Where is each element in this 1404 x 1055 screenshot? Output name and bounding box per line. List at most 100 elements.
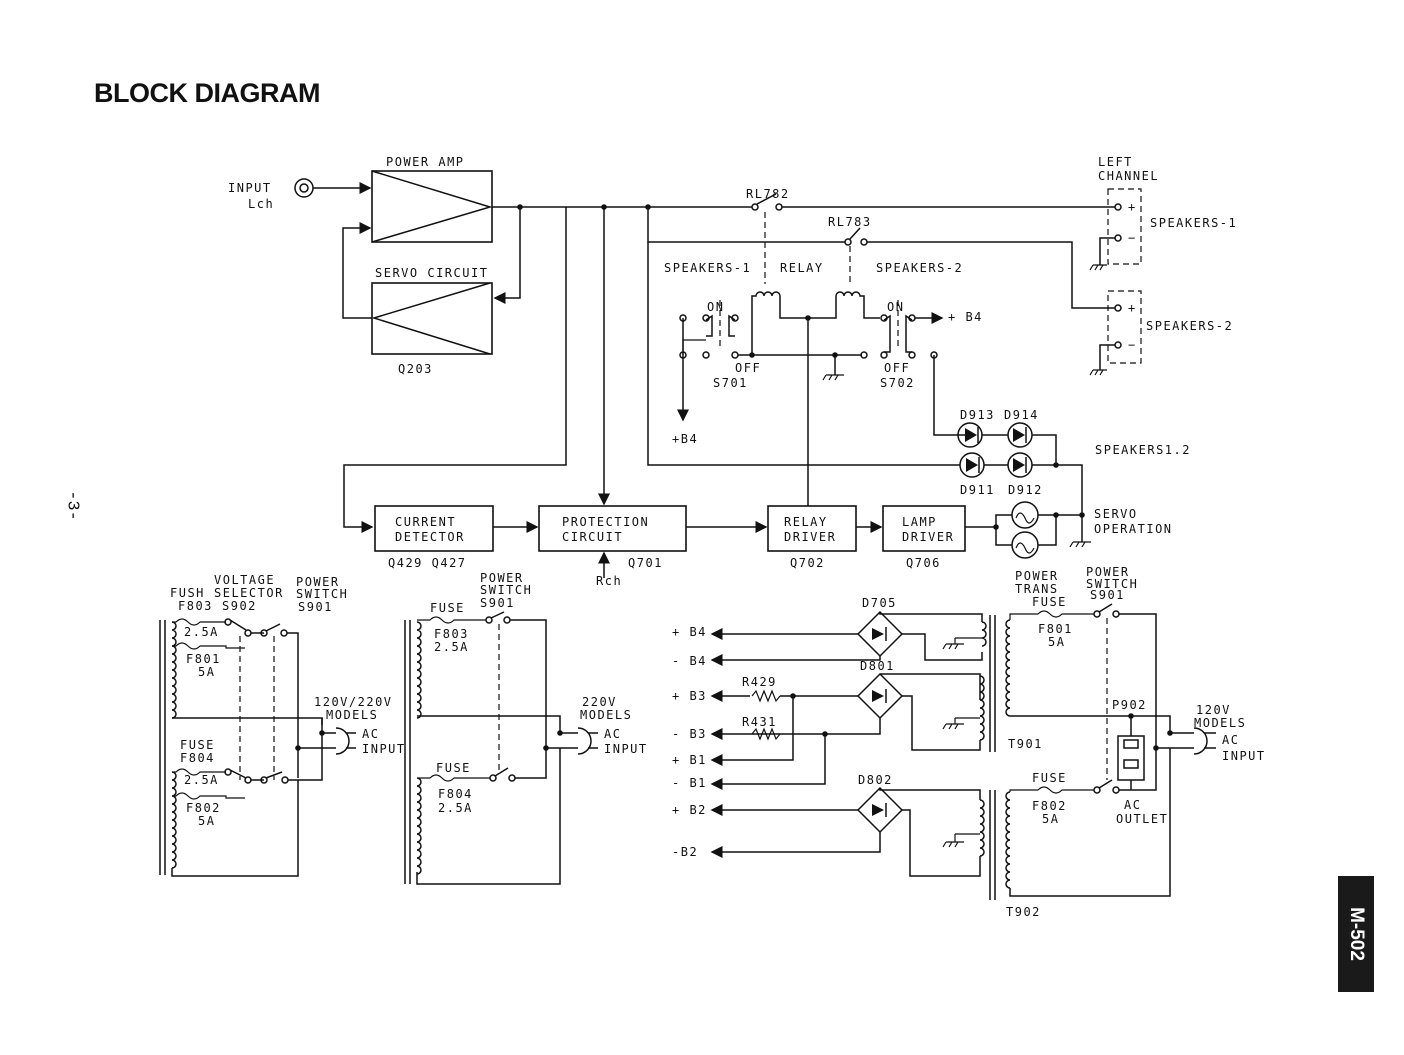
psu-mid-ac: AC bbox=[604, 727, 621, 741]
rl782-label: RL782 bbox=[746, 187, 790, 201]
rail-minus-b2: -B2 bbox=[672, 845, 698, 859]
d802-label: D802 bbox=[858, 773, 893, 787]
lamp-icon bbox=[1011, 501, 1039, 529]
rch-label: Rch bbox=[596, 574, 622, 588]
psu-mid-input: INPUT bbox=[604, 742, 648, 756]
psu-left-s901: S901 bbox=[298, 600, 333, 614]
r431-label: R431 bbox=[742, 715, 777, 729]
protection-circuit-block bbox=[538, 505, 687, 552]
diode-d912 bbox=[1013, 457, 1027, 473]
r429-label: R429 bbox=[742, 675, 777, 689]
spk1-minus: − bbox=[1128, 231, 1137, 245]
psu-left-input: INPUT bbox=[362, 742, 406, 756]
psu-mid-models-2: MODELS bbox=[580, 708, 632, 722]
psu-right-f801: F801 bbox=[1038, 622, 1073, 636]
protection-label-2: CIRCUIT bbox=[562, 530, 623, 544]
psu-right-fuse-label: FUSE bbox=[1032, 595, 1067, 609]
rail-plus-b4: + B4 bbox=[672, 625, 707, 639]
current-detector-block bbox=[374, 505, 494, 552]
servo-ref-label: Q203 bbox=[398, 362, 433, 376]
lamp-driver-block bbox=[882, 505, 966, 552]
current-detector-label-1: CURRENT bbox=[395, 515, 456, 529]
psu-right-switch-label: SWITCH bbox=[1086, 577, 1138, 591]
psu-mid-f804-val: 2.5A bbox=[438, 801, 473, 815]
rail-plus-b2: + B2 bbox=[672, 803, 707, 817]
psu-left-s902: S902 bbox=[222, 599, 257, 613]
psu-left-voltage-label: VOLTAGE bbox=[214, 573, 275, 587]
psu-mid-f803: F803 bbox=[434, 627, 469, 641]
speakers2-label: SPEAKERS-2 bbox=[1146, 319, 1233, 333]
psu-right-trans-label: TRANS bbox=[1015, 582, 1059, 596]
d913-label: D913 bbox=[960, 408, 995, 422]
s701-on-label: ON bbox=[707, 300, 724, 314]
psu-right-models-1: 120V bbox=[1196, 703, 1231, 717]
resistor-r431 bbox=[751, 727, 781, 741]
diode-d914 bbox=[1013, 427, 1027, 443]
d911-label: D911 bbox=[960, 483, 995, 497]
s701-off-label: OFF bbox=[735, 361, 761, 375]
relay-label: RELAY bbox=[780, 261, 824, 275]
power-amp-label: POWER AMP bbox=[386, 155, 465, 169]
psu-mid-power-label: POWER bbox=[480, 571, 524, 585]
speakers1-switch-label: SPEAKERS-1 bbox=[664, 261, 751, 275]
servo-label: SERVO bbox=[1094, 507, 1138, 521]
protection-ref: Q701 bbox=[628, 556, 663, 570]
psu-left-fuse-label: FUSE bbox=[180, 738, 215, 752]
psu-right-ac: AC bbox=[1222, 733, 1239, 747]
psu-right-f802-val: 5A bbox=[1042, 812, 1059, 826]
psu-right-ac-outlet-2: OUTLET bbox=[1116, 812, 1168, 826]
servo-circuit-block bbox=[371, 282, 493, 355]
current-detector-ref: Q429 Q427 bbox=[388, 556, 467, 570]
rail-minus-b1: - B1 bbox=[672, 776, 707, 790]
rail-plus-b1: + B1 bbox=[672, 753, 707, 767]
input-channel-label: Lch bbox=[248, 197, 274, 211]
rail-plus-b3: + B3 bbox=[672, 689, 707, 703]
transformer-t901 bbox=[989, 615, 1011, 752]
psu-left-fush-label: FUSH bbox=[170, 586, 205, 600]
psu-left-selector-label: SELECTOR bbox=[214, 586, 284, 600]
lamp-driver-label-2: DRIVER bbox=[902, 530, 954, 544]
channel-label: CHANNEL bbox=[1098, 169, 1159, 183]
rail-minus-b4: - B4 bbox=[672, 654, 707, 668]
psu-right-s901: S901 bbox=[1090, 588, 1125, 602]
resistor-r429 bbox=[751, 689, 781, 703]
speakers1-label: SPEAKERS-1 bbox=[1150, 216, 1237, 230]
psu-left-f801: F801 bbox=[186, 652, 221, 666]
lamp-driver-label-1: LAMP bbox=[902, 515, 937, 529]
protection-label-1: PROTECTION bbox=[562, 515, 649, 529]
psu-left-models-1: 120V/220V bbox=[314, 695, 393, 709]
psu-mid-models-1: 220V bbox=[582, 695, 617, 709]
psu-right-fuse-label-2: FUSE bbox=[1032, 771, 1067, 785]
rail-minus-b3: - B3 bbox=[672, 727, 707, 741]
psu-right-ac-outlet-1: AC bbox=[1124, 798, 1141, 812]
t901-label: T901 bbox=[1008, 737, 1043, 751]
relay-driver-label-2: DRIVER bbox=[784, 530, 836, 544]
speakers12-label: SPEAKERS1.2 bbox=[1095, 443, 1191, 457]
psu-left-f803: F803 bbox=[178, 599, 213, 613]
plus-b4-right-label: + B4 bbox=[948, 310, 983, 324]
psu-left-f804-val: 2.5A bbox=[184, 773, 219, 787]
psu-left-f802-val: 5A bbox=[198, 814, 215, 828]
ac-outlet bbox=[1117, 735, 1145, 781]
s701-label: S701 bbox=[713, 376, 748, 390]
left-label: LEFT bbox=[1098, 155, 1133, 169]
psu-right-models-2: MODELS bbox=[1194, 716, 1246, 730]
transformer-t902 bbox=[989, 790, 1011, 900]
d801-label: D801 bbox=[860, 659, 895, 673]
s702-on-label: ON bbox=[887, 300, 904, 314]
speakers2-switch-label: SPEAKERS-2 bbox=[876, 261, 963, 275]
psu-left-f801-val: 5A bbox=[198, 665, 215, 679]
d705-label: D705 bbox=[862, 596, 897, 610]
psu-left-power-label: POWER bbox=[296, 575, 340, 589]
psu-left-f804: F804 bbox=[180, 751, 215, 765]
relay-driver-label-1: RELAY bbox=[784, 515, 828, 529]
input-label: INPUT bbox=[228, 181, 272, 195]
spk2-minus: − bbox=[1128, 338, 1137, 352]
transformer-left bbox=[159, 620, 177, 875]
psu-mid-switch-label: SWITCH bbox=[480, 583, 532, 597]
psu-mid-f803-val: 2.5A bbox=[434, 640, 469, 654]
input-jack bbox=[294, 178, 314, 198]
d914-label: D914 bbox=[1004, 408, 1039, 422]
rl783-label: RL783 bbox=[828, 215, 872, 229]
current-detector-label-2: DETECTOR bbox=[395, 530, 465, 544]
